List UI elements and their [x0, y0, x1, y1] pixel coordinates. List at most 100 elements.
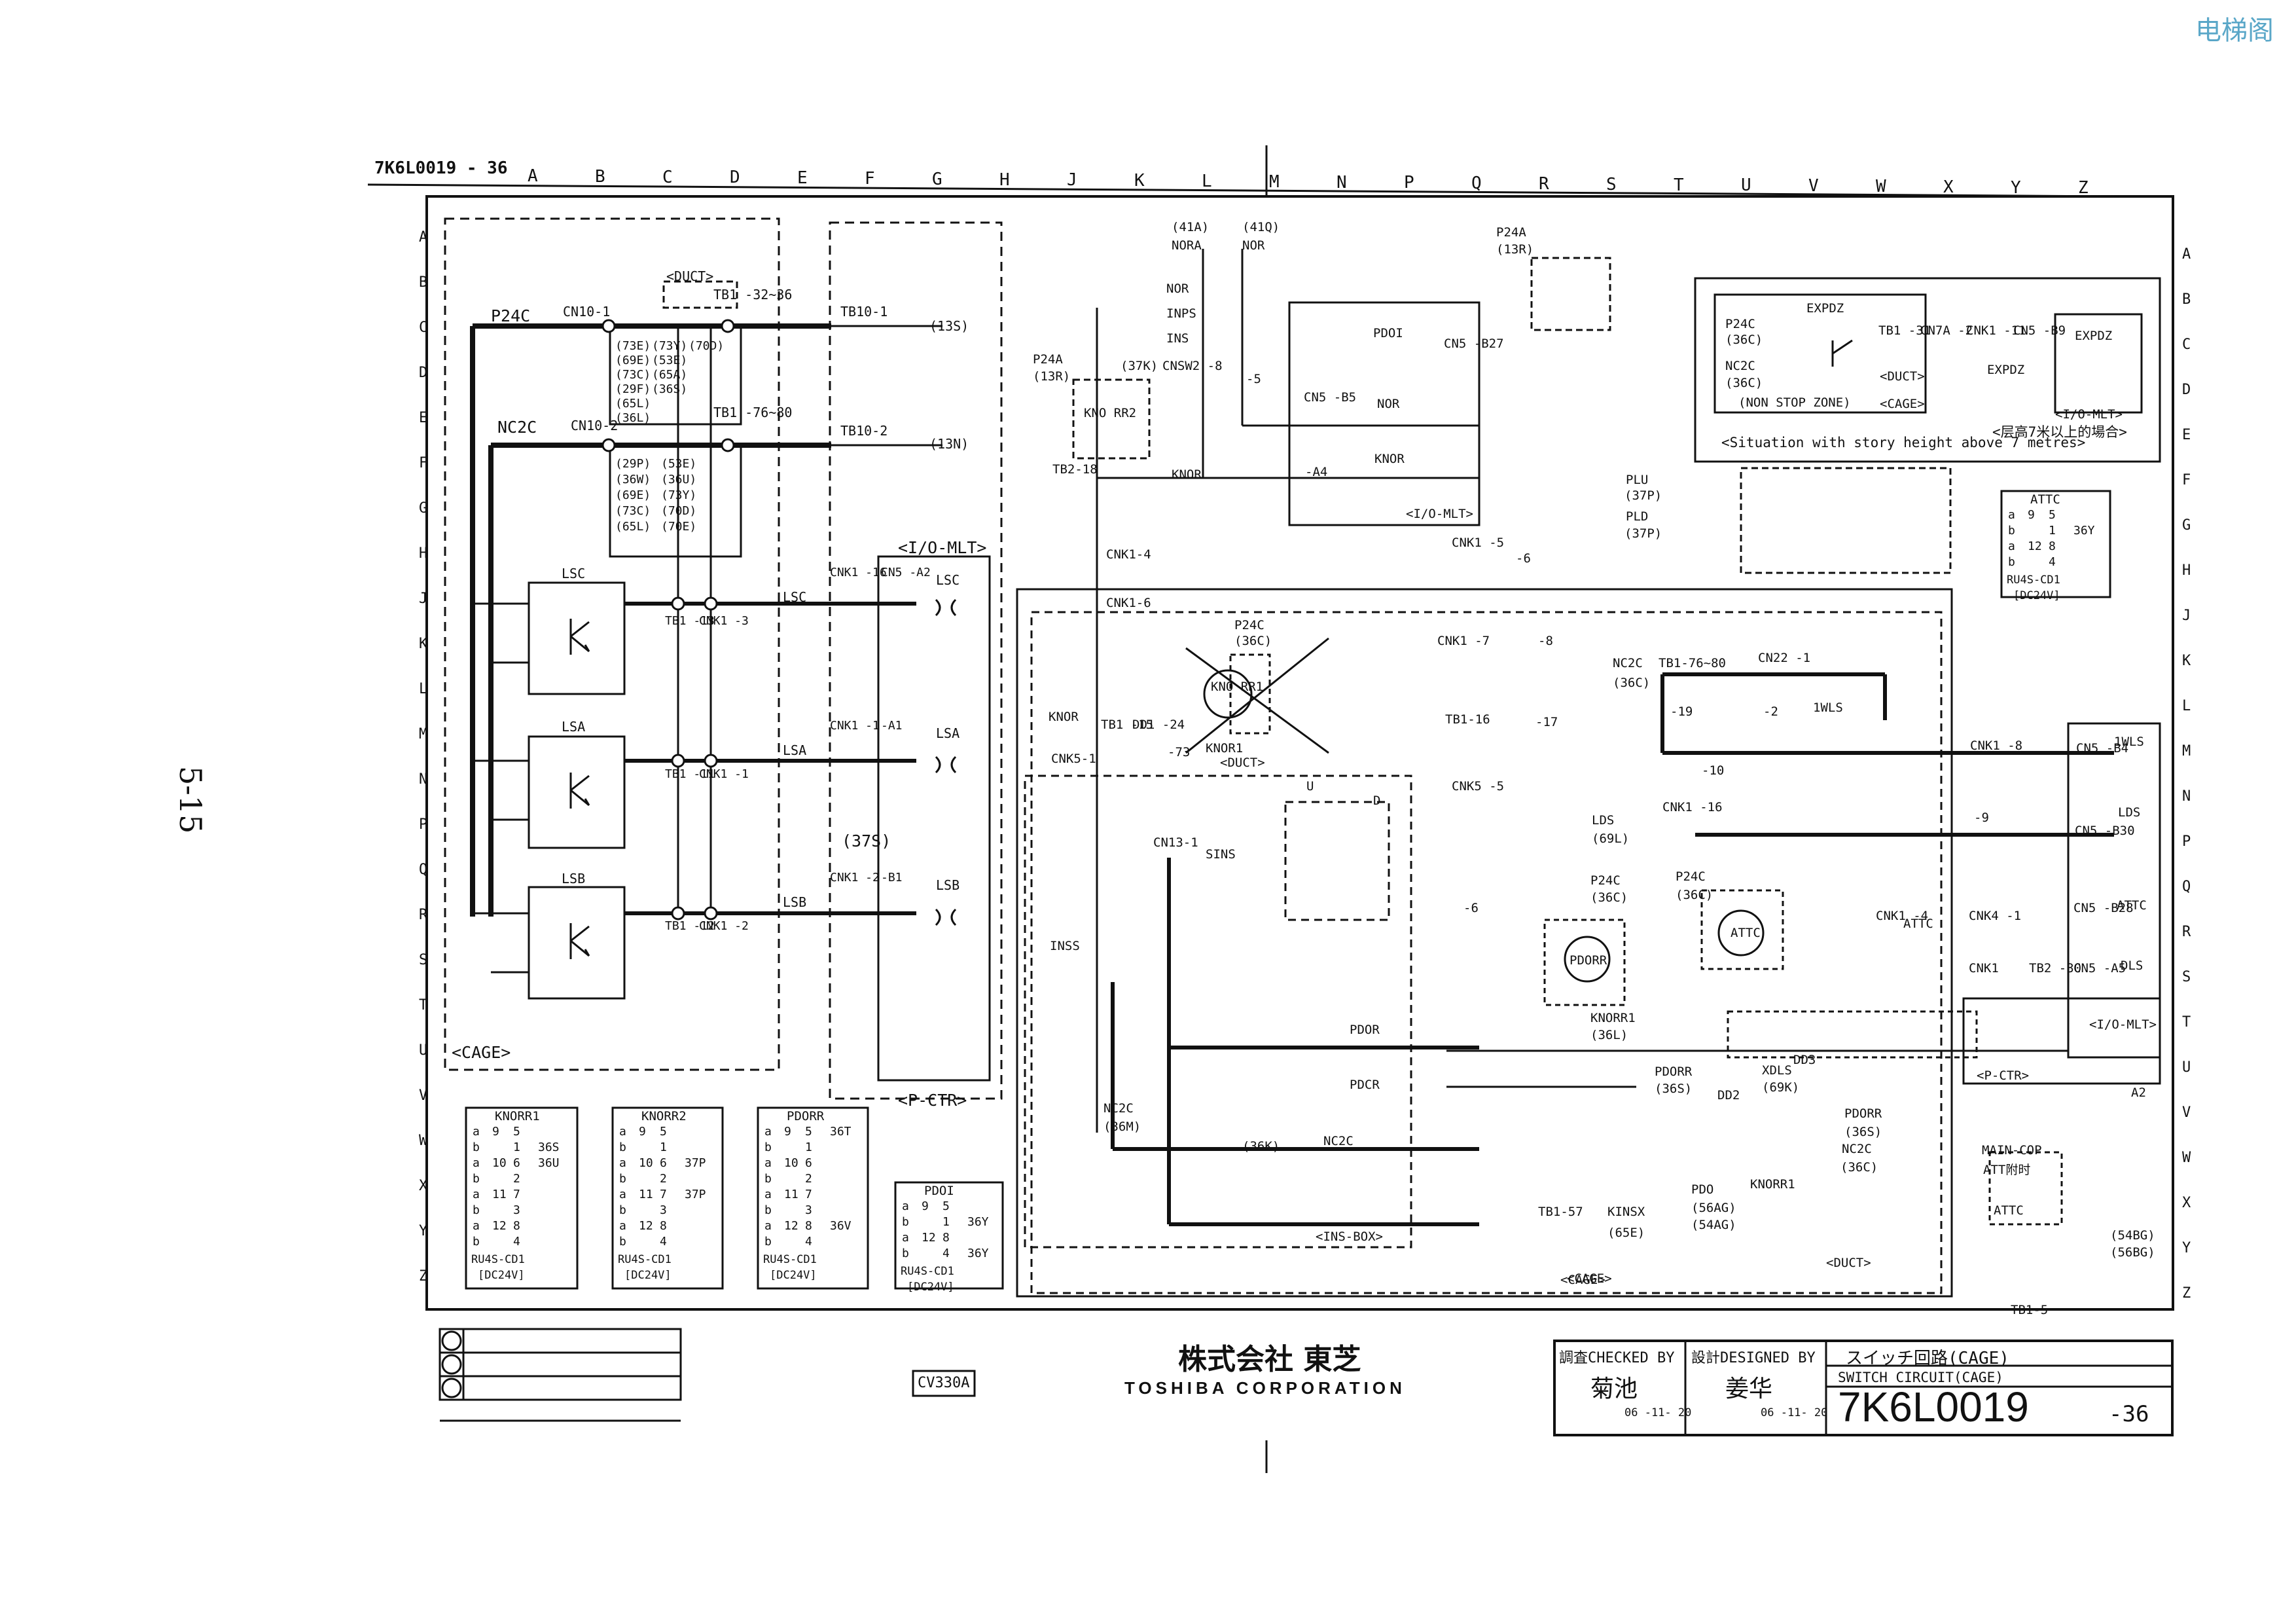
switch-line: LSB [783, 894, 807, 910]
switch-name: LSB [562, 871, 586, 886]
grid-row-left-F: F [419, 455, 428, 471]
ref-p24c: (36S) [652, 382, 688, 396]
switch-line: LSC [783, 589, 807, 605]
grid-col-G: G [932, 169, 942, 189]
grid-row-right-Z: Z [2182, 1285, 2191, 1302]
relay-cell: 5 [805, 1125, 812, 1139]
ref-nc2c: (69E) [615, 488, 651, 502]
ref-nc2c: (65L) [615, 520, 651, 534]
pdoi-label: -A4 [1305, 465, 1328, 479]
right-label: KNORR1 [1750, 1177, 1795, 1192]
relay-title: KNORR2 [641, 1109, 687, 1123]
grid-row-left-V: V [419, 1087, 428, 1104]
switch-tb: TB1 -12 [665, 919, 715, 933]
right-label: (69K) [1762, 1080, 1800, 1095]
grid-row-right-M: M [2182, 743, 2191, 759]
center-label: KNO RR2 [1084, 406, 1137, 420]
right-label: ATTC [1994, 1203, 2024, 1218]
right-label: 1WLS [1813, 701, 1843, 715]
right-label: CN5 -B28 [2073, 901, 2134, 915]
center-label: DD1 -24 [1132, 718, 1185, 732]
right-label: TB1-76~80 [1659, 656, 1726, 670]
relay-cell: 5 [2049, 508, 2056, 522]
relay-type: RU4S-CD1 [618, 1253, 672, 1266]
relay-cell: 4 [805, 1235, 812, 1249]
left-connector: CN10-1 [563, 304, 611, 319]
ref-p24c: (36L) [615, 411, 651, 425]
relay-cell: a [619, 1188, 626, 1201]
relay-cell: b [473, 1235, 480, 1249]
relay-cell: 3 [513, 1203, 520, 1217]
expdz-label: TB1 -31 [1878, 323, 1931, 338]
switch-out: LSA [936, 725, 960, 741]
expdz-label: NC2C [1725, 359, 1755, 373]
right-label: -19 [1670, 704, 1693, 719]
grid-row-left-W: W [419, 1133, 428, 1149]
right-label: DD2 [1717, 1088, 1740, 1103]
grid-row-right-R: R [2182, 924, 2191, 940]
ref-nc2c: (70D) [661, 504, 697, 518]
relay-title: KNORR1 [495, 1109, 540, 1123]
right-label: TB2 -30 [2029, 961, 2082, 976]
left-connector: <DUCT> [666, 268, 714, 284]
relay-type: RU4S-CD1 [901, 1265, 954, 1278]
relay-cell: 9 [922, 1199, 929, 1213]
relay-cell: b [473, 1172, 480, 1186]
grid-row-right-L: L [2182, 698, 2191, 714]
relay-cell: 6 [805, 1156, 812, 1170]
center-label: P24A [1033, 352, 1063, 367]
pdoi-label: (37P) [1624, 526, 1662, 541]
center-label: (41A) [1172, 220, 1210, 234]
relay-cell: b [619, 1203, 626, 1217]
center-label: CN13-1 [1153, 835, 1198, 850]
center-label: KINSX [1607, 1205, 1645, 1219]
right-label: DD3 [1793, 1053, 1816, 1067]
right-label: -9 [1974, 811, 1989, 825]
right-label: MAIN-COP [1982, 1143, 2042, 1158]
right-label: PDO [1691, 1182, 1714, 1197]
relay-cell: 9 [2028, 508, 2035, 522]
relay-cell: b [619, 1140, 626, 1154]
grid-col-V: V [1808, 176, 1819, 196]
grid-row-right-N: N [2182, 788, 2191, 805]
checked-name: 菊池 [1590, 1376, 1638, 1402]
right-label: CNK1 -8 [1970, 739, 2023, 753]
right-label: (36S) [1655, 1082, 1693, 1096]
pdoi-label: <I/O-MLT> [1406, 507, 1473, 521]
expdz-label: EXPDZ [1987, 363, 2025, 377]
grid-row-left-K: K [419, 636, 428, 652]
grid-row-right-K: K [2182, 653, 2191, 669]
relay-cell: 10 [492, 1156, 507, 1170]
pdoi-label: CN5 -B27 [1444, 337, 1504, 351]
grid-col-A: A [528, 166, 538, 186]
center-label: CNK1-6 [1106, 596, 1151, 610]
relay-volt: [DC24V] [2013, 589, 2060, 602]
relay-cell: 12 [2028, 539, 2042, 553]
relay-cell: 8 [513, 1219, 520, 1233]
right-label: (36C) [1676, 888, 1713, 902]
right-label: ATTC [2117, 898, 2147, 913]
relay-cell: a [902, 1199, 909, 1213]
model-label: CV330A [918, 1375, 970, 1391]
center-label: -73 [1168, 745, 1191, 759]
right-label: (36C) [1590, 890, 1628, 905]
grid-col-Y: Y [2011, 177, 2021, 198]
grid-row-right-B: B [2182, 291, 2191, 308]
center-label: U [1306, 779, 1314, 793]
grid-col-T: T [1674, 175, 1684, 195]
right-label: KNORR1 [1590, 1011, 1636, 1025]
right-label: (69L) [1592, 831, 1630, 846]
pdoi-label: KNOR [1374, 452, 1405, 466]
right-label: NC2C [1613, 656, 1643, 670]
grid-col-F: F [865, 169, 875, 189]
pdoi-label: -8 [1538, 634, 1553, 648]
switch-cn: CN5 -A2 [881, 566, 931, 579]
relay-cell: b [473, 1203, 480, 1217]
relay-cell: 5 [513, 1125, 520, 1139]
expdz-label: EXPDZ [1806, 301, 1844, 316]
grid-row-left-S: S [419, 952, 428, 968]
relay-cell: a [619, 1156, 626, 1170]
grid-col-R: R [1539, 174, 1549, 194]
grid-col-Q: Q [1471, 173, 1482, 194]
center-label: P24C [1234, 618, 1265, 632]
